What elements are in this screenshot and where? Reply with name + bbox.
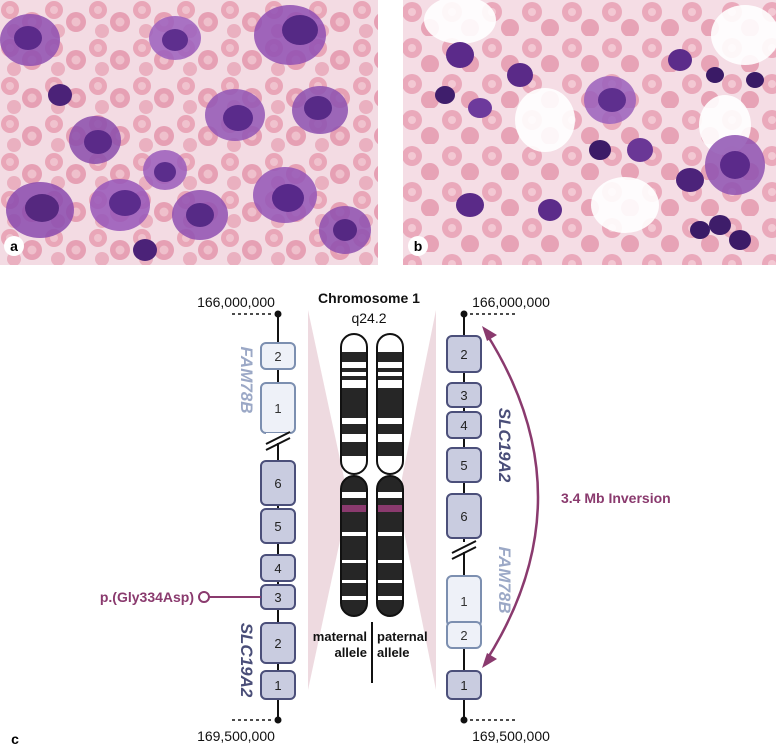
right-exon-box	[446, 621, 482, 649]
right-exon-label: 2	[460, 347, 467, 362]
panel-b-label: b	[414, 238, 423, 254]
panel-c-label: c	[11, 731, 19, 747]
right-start-dot	[460, 310, 468, 318]
right-exon-label: 1	[460, 678, 467, 693]
right-exon-box	[446, 411, 482, 439]
left-exon-box	[260, 460, 296, 506]
chromosome-band: q24.2	[351, 310, 386, 326]
panel-b-label-badge: b	[408, 236, 428, 256]
left-exon-box	[260, 622, 296, 664]
right-exon-label: 3	[460, 388, 467, 403]
right-exon-box	[446, 670, 482, 700]
right-start-coordinate: 166,000,000	[472, 294, 550, 310]
left-exon-box	[260, 670, 296, 700]
left-exon-label: 5	[274, 519, 281, 534]
right-exon-box	[446, 335, 482, 373]
left-gene-label-fam78b: FAM78B	[237, 346, 256, 413]
variant-pointer-circle	[198, 591, 210, 603]
left-exon-label: 1	[274, 678, 281, 693]
left-zoom-wedge	[308, 310, 344, 690]
maternal-allele-label: allele	[334, 645, 367, 660]
right-gene-label-fam78b: FAM78B	[495, 546, 514, 613]
left-exon-label: 2	[274, 636, 281, 651]
variant-label: p.(Gly334Asp)	[100, 589, 194, 605]
left-exon-label: 2	[274, 349, 281, 364]
maternal-chromosome	[340, 333, 368, 617]
right-exon-label: 1	[460, 594, 467, 609]
panel-a-micrograph: a	[0, 0, 378, 265]
right-locus: 166,000,000 169,500,000 2 3 4 5 6	[446, 294, 671, 744]
allele-labels: maternal allele paternal allele	[313, 622, 428, 683]
left-end-dot	[274, 716, 282, 724]
left-exon-box	[260, 342, 296, 370]
right-exon-box	[446, 447, 482, 483]
panel-b-micrograph: b	[403, 0, 776, 265]
inversion-label: 3.4 Mb Inversion	[561, 490, 671, 506]
right-break-symbol	[451, 540, 477, 560]
left-exon-box	[260, 554, 296, 582]
right-exon-label: 2	[460, 628, 467, 643]
maternal-allele-label: maternal	[313, 629, 367, 644]
left-start-coordinate: 166,000,000	[197, 294, 275, 310]
right-exon-label: 4	[460, 418, 467, 433]
panel-a-cells	[0, 5, 371, 261]
inversion-arc	[484, 332, 540, 662]
right-exon-box	[446, 493, 482, 539]
panel-b-cells	[424, 0, 776, 250]
right-end-dot	[460, 716, 468, 724]
chromosome-title: Chromosome 1	[318, 290, 420, 306]
panel-c-diagram: 166,000,000 169,500,000 2 1 6 5	[11, 290, 671, 747]
right-exon-box	[446, 382, 482, 408]
left-start-dot	[274, 310, 282, 318]
left-exon-label: 1	[274, 401, 281, 416]
panel-a-label: a	[10, 238, 18, 254]
paternal-allele-label: allele	[377, 645, 410, 660]
panel-a-label-badge: a	[4, 236, 24, 256]
left-exon-label: 6	[274, 476, 281, 491]
chromosome-header: Chromosome 1 q24.2	[318, 290, 420, 326]
inversion-arrowhead-bottom	[482, 653, 497, 668]
right-exon-label: 6	[460, 509, 467, 524]
left-exon-box	[260, 508, 296, 544]
left-gene-label-slc19a2: SLC19A2	[237, 623, 256, 698]
paternal-chromosome	[376, 333, 404, 617]
right-zoom-wedge	[402, 310, 436, 690]
right-gene-label-slc19a2: SLC19A2	[495, 408, 514, 483]
left-exon-label: 3	[274, 590, 281, 605]
left-break-symbol	[265, 431, 291, 451]
left-exon-label: 4	[274, 561, 281, 576]
left-locus: 166,000,000 169,500,000 2 1 6 5	[100, 294, 296, 744]
inversion-arrowhead-top	[482, 326, 497, 341]
left-end-coordinate: 169,500,000	[197, 728, 275, 744]
right-exon-label: 5	[460, 458, 467, 473]
paternal-allele-label: paternal	[377, 629, 428, 644]
right-end-coordinate: 169,500,000	[472, 728, 550, 744]
